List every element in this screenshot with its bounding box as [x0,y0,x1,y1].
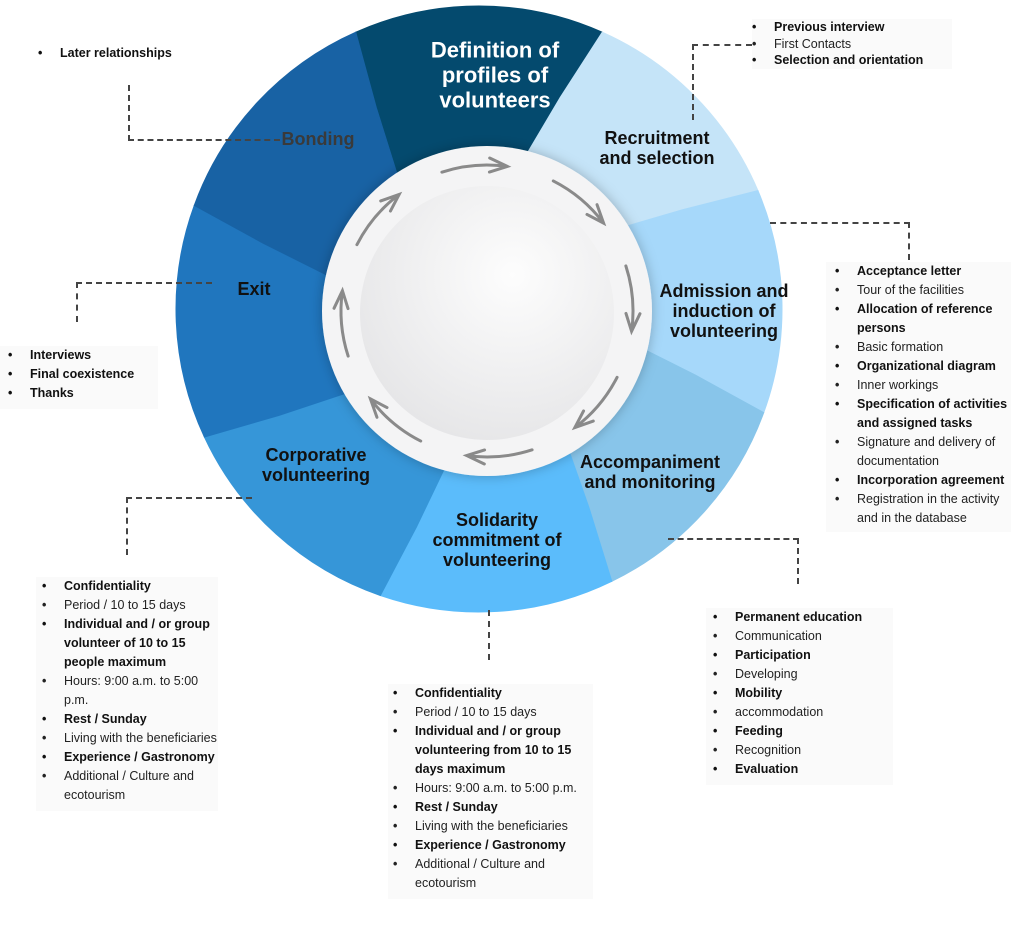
details-admission: Acceptance letterTour of the facilitiesA… [826,262,1011,532]
segment-label-line: Recruitment [604,128,710,148]
detail-item: Living with the beneficiaries [393,817,593,836]
detail-item: Communication [713,627,893,646]
detail-item: Rest / Sunday [393,798,593,817]
detail-item: Experience / Gastronomy [42,748,218,767]
connector-exit [76,282,212,322]
segment-label-line: commitment of [432,530,562,550]
detail-item: Signature and delivery of documentation [835,433,1011,471]
detail-item: Final coexistence [8,365,158,384]
segment-label-line: Admission and [659,281,789,301]
detail-item: Experience / Gastronomy [393,836,593,855]
segment-label-bonding: Bonding [282,129,355,149]
cycle-arrow-icon [624,264,642,336]
detail-item: Basic formation [835,338,1011,357]
segment-label-line: volunteering [261,465,371,485]
connector-corporative [126,497,252,555]
detail-item: Previous interview [752,19,952,36]
detail-item: Incorporation agreement [835,471,1011,490]
detail-item: Selection and orientation [752,52,952,69]
detail-item: Specification of activities and assigned… [835,395,1011,433]
detail-item: Mobility [713,684,893,703]
detail-item: Confidentiality [42,577,218,596]
segment-label-line: volunteers [439,87,551,113]
detail-item: Confidentiality [393,684,593,703]
segment-label-line: and selection [599,148,715,168]
segment-label-line: volunteering [669,321,779,341]
cycle-arrow-icon [551,179,607,227]
detail-item: Registration in the activity and in the … [835,490,1011,528]
detail-item: Inner workings [835,376,1011,395]
detail-item: Later relationships [38,44,238,63]
connector-admission [770,222,910,260]
detail-item: Acceptance letter [835,262,1011,281]
segment-label-line: Corporative [265,445,367,465]
details-exit: InterviewsFinal coexistenceThanks [0,346,158,409]
connector-recruitment [692,44,752,120]
connector-solidarity [488,610,490,660]
connector-accompaniment [668,538,799,584]
detail-item: Additional / Culture and ecotourism [393,855,593,893]
segment-label-line: Bonding [281,129,355,149]
detail-item: Hours: 9:00 a.m. to 5:00 p.m. [393,779,593,798]
center-disc [360,186,614,440]
details-accompaniment: Permanent educationCommunicationParticip… [706,608,893,785]
segment-label-line: Solidarity [455,510,539,530]
details-solidarity: ConfidentialityPeriod / 10 to 15 daysInd… [388,684,593,899]
details-bonding: Later relationships [38,44,238,63]
cycle-arrow-icon [571,375,619,431]
segment-label-line: and monitoring [584,472,716,492]
detail-item: Individual and / or group volunteer of 1… [42,615,218,672]
connector-bonding [128,85,280,141]
segment-label-line: Exit [237,279,271,299]
detail-item: Interviews [8,346,158,365]
segment-label-line: Definition of [430,37,560,63]
detail-item: Developing [713,665,893,684]
detail-item: Allocation of reference persons [835,300,1011,338]
detail-item: Period / 10 to 15 days [42,596,218,615]
detail-item: Feeding [713,722,893,741]
details-recruitment: Previous interviewFirst ContactsSelectio… [752,19,952,69]
cycle-arrow-icon [462,448,534,466]
detail-item: Tour of the facilities [835,281,1011,300]
detail-item: Additional / Culture and ecotourism [42,767,218,805]
detail-item: Organizational diagram [835,357,1011,376]
details-corporative: ConfidentialityPeriod / 10 to 15 daysInd… [36,577,218,811]
detail-item: Participation [713,646,893,665]
segment-label-line: profiles of [441,62,549,88]
detail-item: Living with the beneficiaries [42,729,218,748]
detail-item: Period / 10 to 15 days [393,703,593,722]
detail-item: Evaluation [713,760,893,779]
detail-item: Individual and / or group volunteering f… [393,722,593,779]
cycle-arrow-icon [367,395,423,443]
cycle-arrow-icon [440,156,512,174]
detail-item: Rest / Sunday [42,710,218,729]
detail-item: Recognition [713,741,893,760]
detail-item: Permanent education [713,608,893,627]
segment-label-line: induction of [672,301,776,321]
detail-item: Hours: 9:00 a.m. to 5:00 p.m. [42,672,218,710]
segment-label-line: Accompaniment [579,452,721,472]
cycle-arrow-icon [332,286,350,358]
detail-item: accommodation [713,703,893,722]
cycle-arrow-icon [355,191,403,247]
segment-label-line: volunteering [442,550,552,570]
detail-item: Thanks [8,384,158,403]
segment-label-exit: Exit [237,279,270,299]
detail-item: First Contacts [752,36,952,53]
